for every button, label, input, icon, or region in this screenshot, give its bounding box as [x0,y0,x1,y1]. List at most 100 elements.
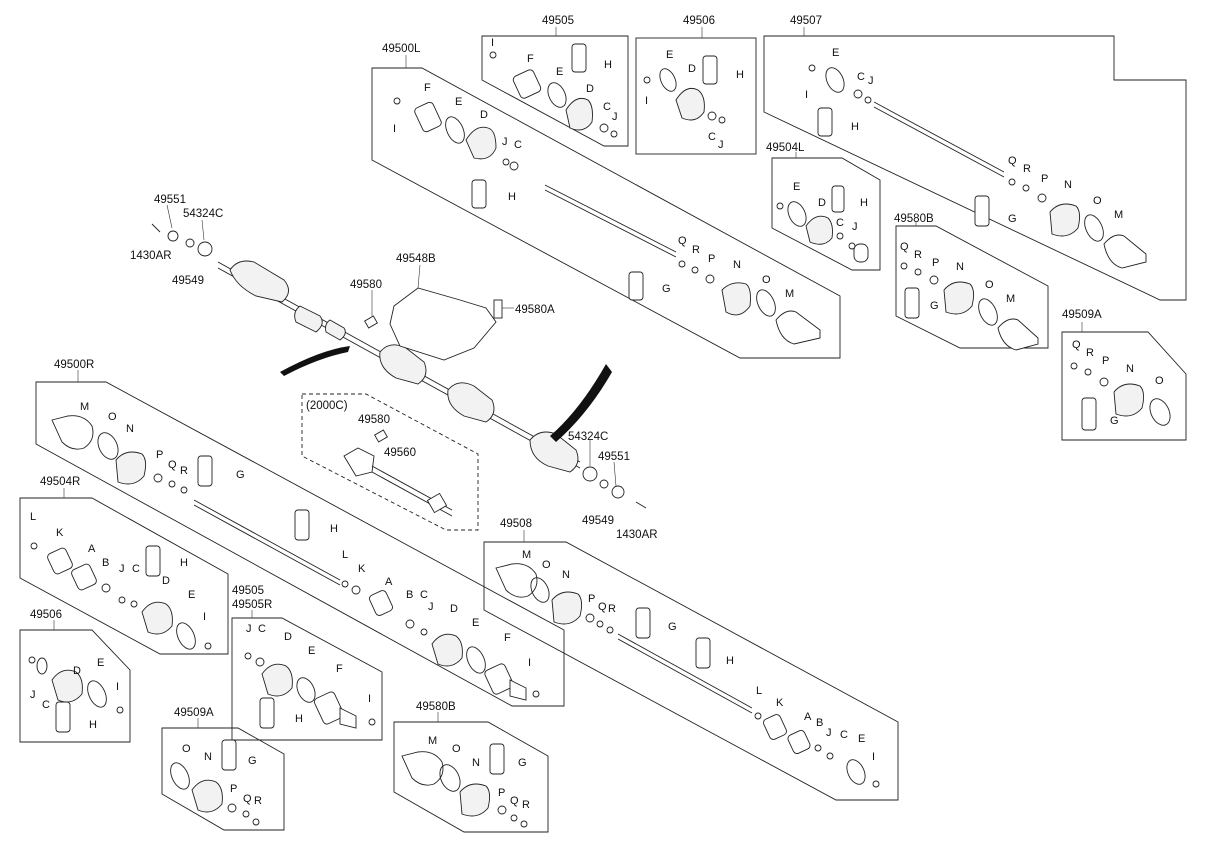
callout-R: R [522,799,530,811]
callout-E: E [858,733,865,745]
callout-Q: Q [1072,339,1081,351]
callout-O: O [108,411,117,423]
callout-K: K [358,563,366,575]
callout-I: I [491,37,494,49]
callout-N: N [956,261,964,273]
label-49506-bottom[interactable]: 49506 [30,609,62,621]
label-49508[interactable]: 49508 [500,518,532,530]
callout-J: J [826,727,832,739]
callout-R: R [1086,347,1094,359]
callout-O: O [985,279,994,291]
label-49549-left[interactable]: 49549 [172,275,204,287]
callout-G: G [248,755,257,767]
callout-H: H [295,713,303,725]
callout-E: E [97,657,104,669]
callout-F: F [424,82,431,94]
callout-C: C [603,101,611,113]
kit-49505-top: 49505 I F E D C J H [481,15,629,147]
callout-Q: Q [900,241,909,253]
callout-J: J [30,689,36,701]
callout-K: K [56,527,64,539]
callout-J: J [502,136,508,148]
label-2000C[interactable]: (2000C) [306,400,348,412]
label-49548B[interactable]: 49548B [396,253,436,265]
kit-49509A-bottom: 49509A O N P Q R G [161,707,285,831]
callout-I: I [645,95,648,107]
callout-J: J [119,563,125,575]
label-49500R[interactable]: 49500R [54,359,94,371]
callout-E: E [472,617,479,629]
callout-B: B [102,557,109,569]
callout-H: H [180,557,188,569]
callout-N: N [1126,363,1134,375]
label-49505-bottom[interactable]: 49505 [232,585,264,597]
label-49580-top[interactable]: 49580 [350,279,382,291]
callout-J: J [612,111,618,123]
label-49506-top[interactable]: 49506 [683,15,715,27]
callout-E: E [308,645,315,657]
label-49580B-right[interactable]: 49580B [894,213,934,225]
callout-A: A [804,711,812,723]
callout-G: G [930,300,939,312]
label-49509A-right[interactable]: 49509A [1062,309,1102,321]
label-49505R[interactable]: 49505R [232,599,272,611]
callout-P: P [588,593,595,605]
label-49551-right[interactable]: 49551 [598,451,630,463]
callout-C: C [42,699,50,711]
label-1430AR-left[interactable]: 1430AR [130,250,172,262]
kit-49508: 49508 M O N P Q R G H L K A B J C E I [483,518,899,801]
callout-P: P [708,253,715,265]
kit-49507: 49507 I E C J H Q R P N O M G [763,15,1187,301]
label-54324C-left[interactable]: 54324C [183,208,223,220]
callout-Q: Q [168,459,177,471]
kit-49504L: 49504L E D C J H [766,142,881,271]
label-49504R[interactable]: 49504R [40,476,80,488]
label-49580B-bottom[interactable]: 49580B [416,701,456,713]
label-49549-right[interactable]: 49549 [582,515,614,527]
label-49504L[interactable]: 49504L [766,142,805,154]
callout-R: R [608,603,616,615]
label-49507[interactable]: 49507 [790,15,822,27]
callout-R: R [180,465,188,477]
callout-D: D [73,665,81,677]
label-49580-2000C[interactable]: 49580 [358,414,390,426]
label-49500L[interactable]: 49500L [382,43,421,55]
label-49551-left[interactable]: 49551 [154,194,186,206]
callout-P: P [230,783,237,795]
callout-Q: Q [598,601,607,613]
main-drive-shaft: 49551 54324C 1430AR 49549 49548B 49580 4… [130,194,658,541]
callout-L: L [756,685,762,697]
callout-P: P [498,787,505,799]
callout-H: H [604,59,612,71]
callout-E: E [556,66,563,78]
callout-H: H [89,719,97,731]
callout-C: C [420,589,428,601]
callout-E: E [188,589,195,601]
callout-I: I [203,611,206,623]
label-49509A-bottom[interactable]: 49509A [174,707,214,719]
callout-Q: Q [243,793,252,805]
callout-O: O [1093,195,1102,207]
callout-C: C [708,131,716,143]
kit-49580B-right: 49580B Q R P N O M G [894,213,1049,351]
callout-B: B [816,717,823,729]
callout-P: P [1041,173,1048,185]
kit-49509A-right: 49509A Q R P N O G [1061,309,1187,441]
callout-M: M [1114,209,1123,221]
kit-49506-bottom: 49506 J C D E I H [19,609,131,743]
callout-C: C [840,729,848,741]
label-49560[interactable]: 49560 [384,447,416,459]
label-49505-top[interactable]: 49505 [542,15,574,27]
callout-M: M [80,401,89,413]
callout-B: B [406,589,413,601]
label-54324C-right[interactable]: 54324C [568,431,608,443]
option-2000C: (2000C) 49580 49560 [301,393,479,531]
callout-E: E [455,96,462,108]
callout-M: M [1006,293,1015,305]
label-1430AR-right[interactable]: 1430AR [616,529,658,541]
callout-C: C [857,71,865,83]
label-49580A[interactable]: 49580A [515,304,555,316]
callout-Q: Q [1008,155,1017,167]
callout-I: I [872,751,875,763]
